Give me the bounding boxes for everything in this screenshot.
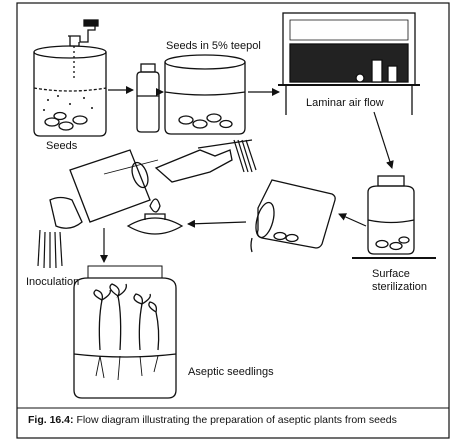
arrow-5 [338,213,367,227]
pouring-jar [250,179,336,253]
caption-text: Flow diagram illustrating the preparatio… [76,414,397,426]
teepol-bottle [136,63,160,133]
inoculation-scene [49,139,253,235]
figure-border [16,2,450,439]
label-seeds-in-teepol: Seeds in 5% teepol [166,40,261,52]
label-sterilization: sterilization [372,281,428,293]
washing-beaker [33,19,107,137]
figure-number: Fig. 16.4: [28,414,74,426]
glove-cuffs [37,139,257,269]
arrow-6 [187,219,247,228]
seedling-jar [73,265,177,399]
figure-caption: Fig. 16.4: Flow diagram illustrating the… [28,414,444,426]
label-aseptic-seedlings: Aseptic seedlings [188,366,274,378]
flow-arrows [100,86,394,263]
label-laminar-air-flow: Laminar air flow [306,97,384,109]
wash-bubbles [43,95,93,111]
sterilization-jar [352,175,436,259]
teepol-jar [164,54,246,135]
laminar-air-flow-cabinet [278,12,420,115]
arrow-4 [373,111,394,169]
label-surface: Surface [372,268,410,280]
label-seeds: Seeds [46,140,78,152]
label-inoculation: Inoculation [26,276,80,288]
